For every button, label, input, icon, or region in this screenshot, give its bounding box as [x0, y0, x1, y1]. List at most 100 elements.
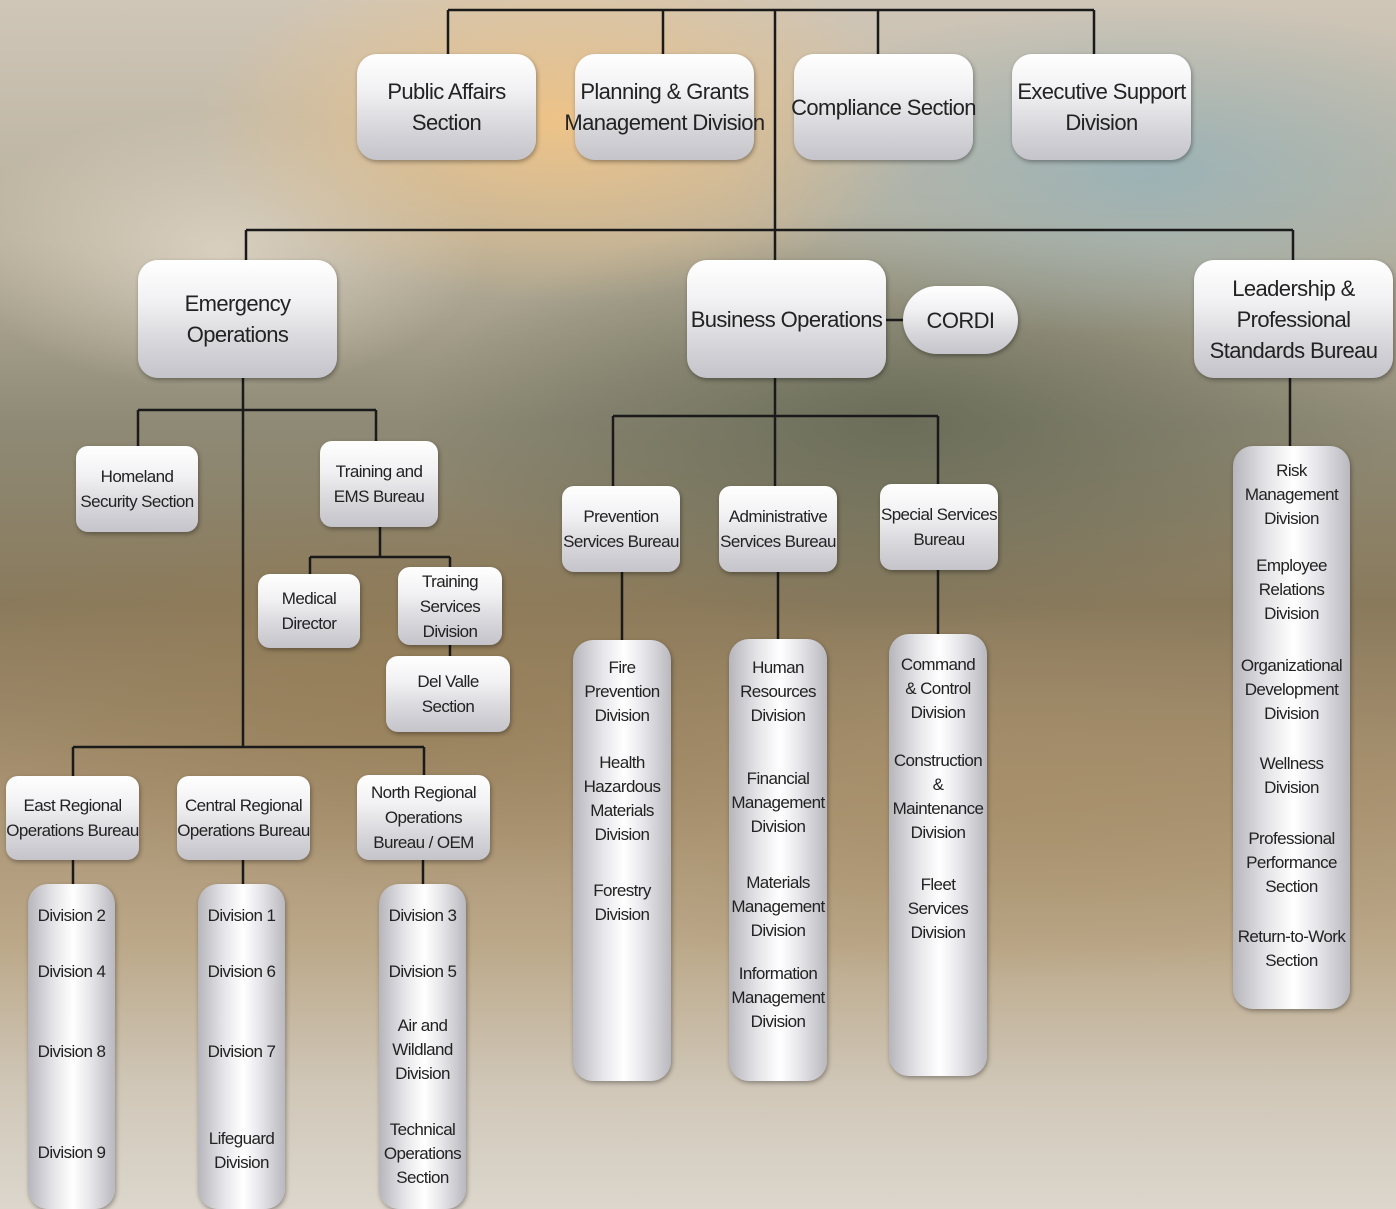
box-label-line: Professional — [1236, 306, 1351, 332]
box-label-line: Public Affairs — [387, 79, 506, 104]
box-label-line: Services Bureau — [720, 532, 836, 551]
box-label-line: CORDI — [926, 307, 995, 333]
division-entry-line: Professional — [1248, 829, 1335, 848]
division-entry-line: Section — [1265, 951, 1318, 970]
division-entry-line: Wellness — [1259, 754, 1324, 773]
box-label-line: Services Bureau — [563, 532, 679, 551]
division-entry-line: Division 7 — [207, 1042, 276, 1061]
division-entry-line: Return-to-Work — [1237, 927, 1346, 946]
box-label-line: Training — [422, 571, 479, 591]
division-entry-line: Division 1 — [207, 906, 276, 925]
box-label-line: Division — [1065, 110, 1138, 135]
division-entry-line: Division — [750, 1012, 806, 1031]
division-entry: Division 8 — [28, 1040, 115, 1064]
box-label-line: Operations Bureau — [177, 821, 310, 840]
division-entry-line: Division 2 — [37, 906, 106, 925]
division-entry: Division 2 — [28, 904, 115, 928]
east-divisions-column: Division 2 Division 4 Division 8 Division 9 — [28, 884, 115, 1209]
division-entry-line: Resources — [740, 682, 816, 701]
division-entry: Division 5 — [379, 960, 466, 984]
division-entry-line: Command — [900, 655, 976, 674]
division-entry-line: Operations — [383, 1144, 462, 1163]
division-entry-line: Division — [910, 823, 966, 842]
division-entry-line: Division — [750, 921, 806, 940]
box-label-line: Section — [421, 697, 475, 716]
division-entry-line: Division — [1264, 778, 1319, 797]
box-label-line: Del Valle — [417, 672, 479, 691]
box-label-line: Prevention — [583, 507, 659, 526]
business-operations-box: Business Operations — [687, 260, 886, 378]
division-entry: Division 7 — [198, 1040, 285, 1064]
division-entry-line: Risk — [1276, 461, 1307, 480]
division-entry: Division 6 — [198, 960, 285, 984]
division-entry-line: Air and — [397, 1016, 448, 1035]
box-label-line: Executive Support — [1017, 79, 1186, 104]
box-label-line: EMS Bureau — [333, 487, 425, 506]
division-entry: Division 3 — [379, 904, 466, 928]
box-label-line: Security Section — [80, 492, 194, 511]
division-entry-line: Division — [1264, 704, 1319, 723]
division-entry-line: Maintenance — [892, 799, 984, 818]
division-entry-line: Division — [214, 1153, 269, 1172]
division-entry-line: Division — [594, 905, 650, 924]
division-entry-line: Division — [1264, 604, 1319, 623]
division-entry-line: Division — [750, 706, 806, 725]
box-label-line: Special Services — [880, 505, 998, 524]
division-entry-line: Performance — [1246, 853, 1337, 872]
division-entry: Division 4 — [28, 960, 115, 984]
division-entry-line: Division — [1264, 509, 1319, 528]
division-entry-line: Division — [594, 825, 650, 844]
division-entry-line: Prevention — [584, 682, 660, 701]
box-label-line: Director — [281, 614, 337, 633]
division-entry-line: Division 3 — [388, 906, 457, 925]
division-entry-line: Division 5 — [388, 962, 457, 981]
cordi-box: CORDI — [903, 286, 1018, 354]
division-entry-line: Division — [910, 923, 966, 942]
division-entry-line: Division 9 — [37, 1143, 106, 1162]
division-entry-line: Division — [750, 817, 806, 836]
division-entry-line: Management — [1244, 485, 1339, 504]
division-entry-line: Relations — [1258, 580, 1325, 599]
box-label-line: Management Division — [564, 110, 765, 135]
box-label-line: Leadership & — [1232, 275, 1355, 301]
compliance-section-box: Compliance Section — [791, 54, 977, 160]
division-entry-line: Division — [395, 1064, 450, 1083]
division-entry-line: Management — [731, 897, 825, 916]
box-label-line: Bureau / OEM — [373, 833, 474, 852]
box-label-line: Operations — [186, 322, 289, 347]
division-entry-line: Division 4 — [37, 962, 106, 981]
box-label-line: Standards Bureau — [1209, 337, 1378, 363]
box-label-line: Central Regional — [184, 796, 303, 815]
division-entry-line: Organizational — [1240, 656, 1343, 675]
division-entry-line: Hazardous — [583, 777, 661, 796]
division-entry-line: Lifeguard — [208, 1129, 275, 1148]
